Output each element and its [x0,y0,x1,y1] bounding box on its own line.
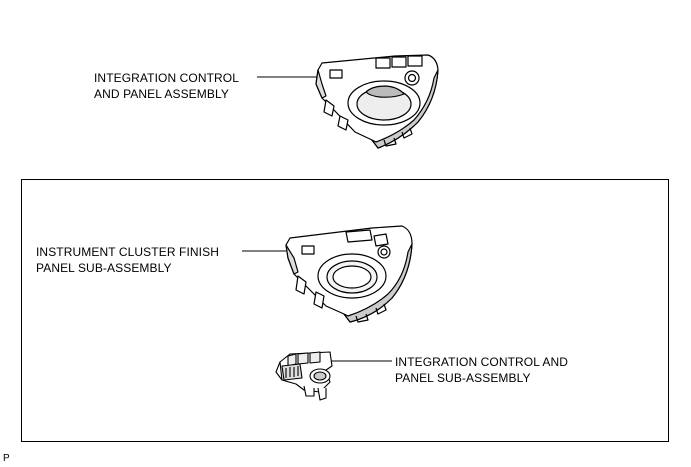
label-line-2: AND PANEL ASSEMBLY [94,87,229,101]
sub-assembly-frame [21,179,669,442]
corner-mark: P [3,453,10,464]
label-integration-control-sub-assembly: INTEGRATION CONTROL AND PANEL SUB-ASSEMB… [395,354,568,386]
label-line-1: INSTRUMENT CLUSTER FINISH [36,245,219,259]
label-line-1: INTEGRATION CONTROL [94,71,240,85]
integration-control-sub-assembly-drawing [275,351,333,401]
label-line-1: INTEGRATION CONTROL AND [395,355,568,369]
integration-control-panel-assembly-drawing [315,54,439,149]
label-instrument-cluster-finish-panel: INSTRUMENT CLUSTER FINISH PANEL SUB-ASSE… [36,244,219,276]
label-integration-control-panel-assembly: INTEGRATION CONTROL AND PANEL ASSEMBLY [94,70,239,102]
instrument-cluster-finish-panel-drawing [285,225,413,323]
label-line-2: PANEL SUB-ASSEMBLY [36,261,172,275]
label-line-2: PANEL SUB-ASSEMBLY [395,371,531,385]
